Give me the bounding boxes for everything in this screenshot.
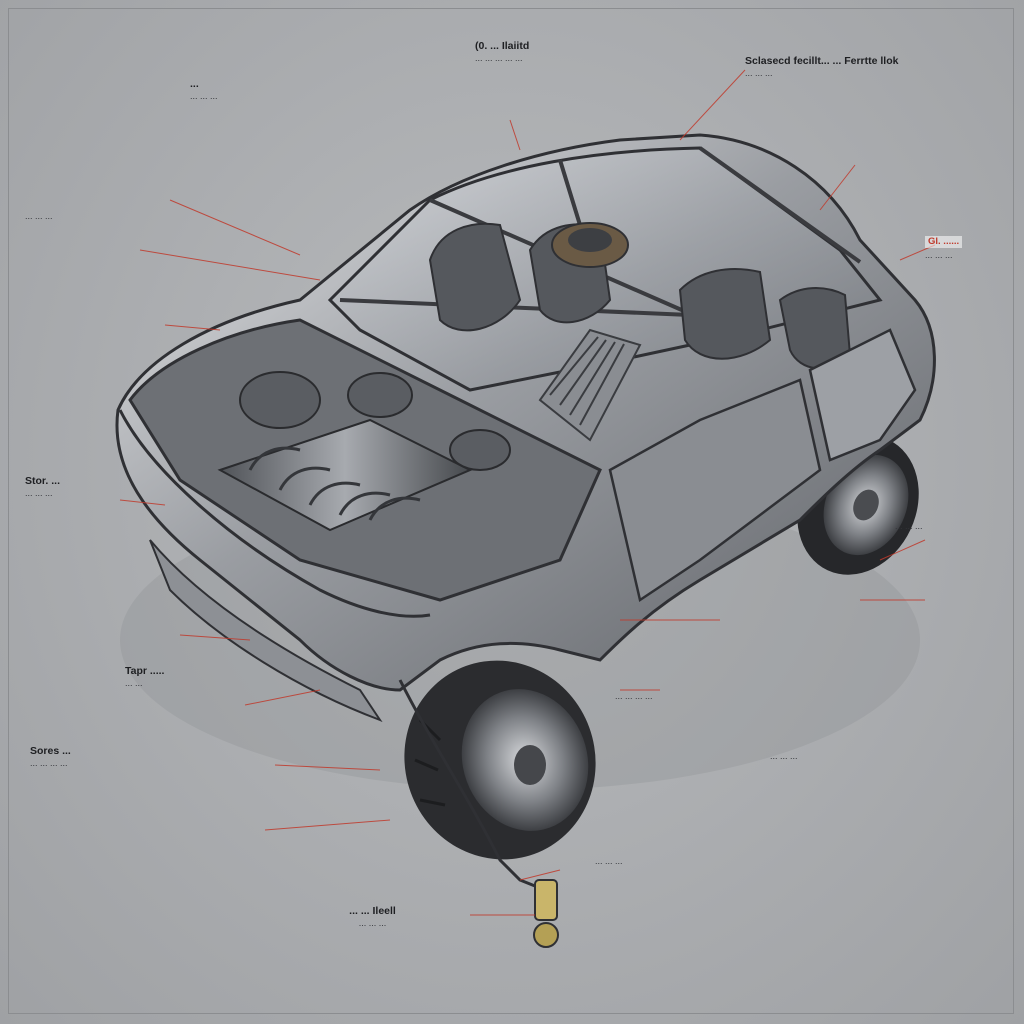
callout-bottom: ... ... Ileell ... ... ... bbox=[275, 905, 470, 929]
callout-right-middle: ... ... ... bbox=[895, 520, 1005, 532]
callout-roof-right: Sclasecd fecillt... ... Ferrtte llok ...… bbox=[745, 55, 980, 79]
callout-brake: ... ... ... bbox=[595, 855, 745, 867]
steering-assembly bbox=[551, 222, 629, 268]
front-door bbox=[608, 378, 822, 603]
callout-body: ... ... ... ... ... bbox=[475, 53, 523, 63]
callout-body: ... ... ... bbox=[745, 68, 773, 78]
rear-door bbox=[808, 328, 917, 462]
callout-title: ... ... Ileell bbox=[349, 905, 396, 917]
callout-body: ... ... ... bbox=[770, 751, 798, 761]
callout-left-middle: Stor. ... ... ... ... bbox=[25, 475, 155, 499]
callout-body: ... ... ... bbox=[895, 521, 923, 531]
center-console bbox=[538, 328, 642, 442]
callout-body: ... ... ... bbox=[25, 211, 53, 221]
callout-body: ... ... ... bbox=[190, 91, 218, 101]
callout-body: ... ... bbox=[125, 678, 143, 688]
front-wheel bbox=[404, 660, 596, 860]
callout-front-bumper: Tapr ..... ... ... bbox=[125, 665, 235, 689]
callout-body: ... ... ... bbox=[925, 250, 953, 260]
callout-roof: (0. ... Ilaiitd ... ... ... ... ... bbox=[475, 40, 640, 64]
callout-body: ... ... ... bbox=[358, 918, 387, 928]
engine-block bbox=[217, 371, 511, 532]
callout-title: (0. ... Ilaiitd bbox=[475, 40, 530, 52]
callout-body: ... ... ... bbox=[25, 488, 53, 498]
callout-body: ... ... ... ... bbox=[615, 691, 653, 701]
callout-front-wheel: ... ... ... ... bbox=[615, 690, 765, 702]
callout-body: ... ... ... bbox=[595, 856, 623, 866]
callout-left-top: ... ... ... bbox=[25, 210, 160, 222]
front-bumper bbox=[149, 539, 383, 723]
callout-title: Stor. ... bbox=[25, 475, 61, 487]
leader-lines bbox=[119, 69, 936, 916]
callout-title: Tapr ..... bbox=[125, 665, 165, 677]
callout-lower-right: ... ... ... bbox=[770, 750, 905, 762]
brake-component bbox=[533, 879, 559, 948]
callout-title: Sclasecd fecillt... ... Ferrtte llok bbox=[745, 55, 899, 67]
callout-body: ... ... ... ... bbox=[30, 758, 68, 768]
callout-title: Sores ... bbox=[30, 745, 71, 757]
callout-right-upper: Gl. ...... ... ... ... bbox=[925, 235, 1010, 261]
callout-tag: Gl. ...... bbox=[925, 236, 963, 248]
callout-upper-left: ... ... ... ... bbox=[190, 78, 365, 102]
hood-edge bbox=[118, 409, 431, 618]
callout-title: ... bbox=[190, 78, 199, 90]
diagram-frame bbox=[8, 8, 1014, 1014]
callout-lower-left: Sores ... ... ... ... ... bbox=[30, 745, 270, 769]
brake-cable bbox=[398, 679, 546, 892]
